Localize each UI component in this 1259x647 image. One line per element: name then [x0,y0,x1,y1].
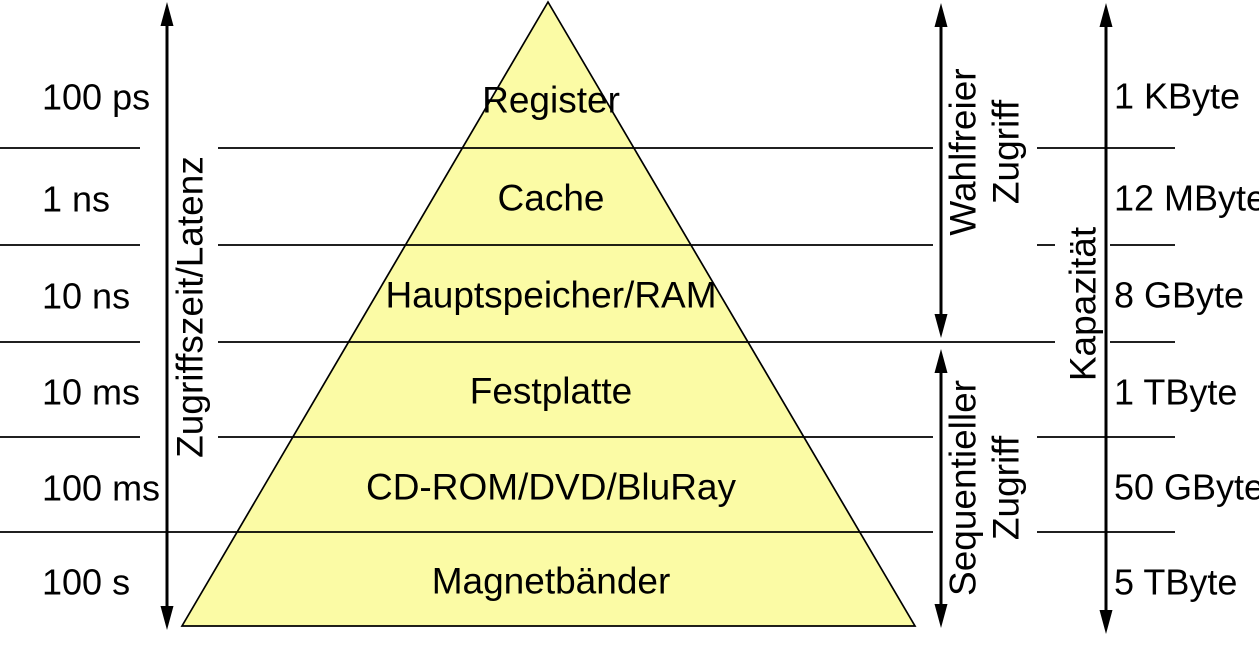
sequential-access-label-background [933,366,1037,612]
capacity-axis-label: Kapazität [1063,226,1104,381]
latency-axis-arrow [160,2,174,630]
capacity-value-ram: 8 GByte [1114,275,1244,316]
random-access-label-line1: Wahlfreier [943,68,984,235]
capacity-value-cache: 12 MByte [1114,178,1259,219]
capacity-value-magnetband: 5 TByte [1114,562,1237,603]
level-name-magnetband: Magnetbänder [432,561,671,602]
latency-axis-label-background [140,139,218,472]
random-access-arrow [934,3,948,338]
pyramid-shape [180,0,917,627]
latency-value-register: 100 ps [42,77,150,118]
sequential-access-label-line1: Sequentieller [943,380,984,596]
latency-value-festplatte: 10 ms [42,372,140,413]
capacity-value-cdrom: 50 GByte [1114,467,1259,508]
latency-value-magnetband: 100 s [42,562,130,603]
capacity-axis-label-background [1055,221,1110,389]
latency-value-ram: 10 ns [42,276,130,317]
level-name-cache: Cache [498,178,605,219]
capacity-axis-arrow [1099,3,1113,634]
level-name-cdrom: CD-ROM/DVD/BluRay [366,467,737,508]
random-access-label-background [933,55,1037,258]
random-access-label-line2: Zugriff [986,99,1027,204]
level-name-festplatte: Festplatte [470,371,632,412]
capacity-value-festplatte: 1 TByte [1114,372,1237,413]
level-name-register: Register [482,80,620,121]
latency-value-cdrom: 100 ms [42,468,160,509]
sequential-access-arrow [934,349,948,628]
latency-axis-label: Zugriffszeit/Latenz [170,156,211,458]
capacity-value-register: 1 KByte [1114,76,1240,117]
sequential-access-label-line2: Zugriff [986,435,1027,540]
latency-value-cache: 1 ns [42,179,110,220]
level-name-ram: Hauptspeicher/RAM [385,275,716,316]
